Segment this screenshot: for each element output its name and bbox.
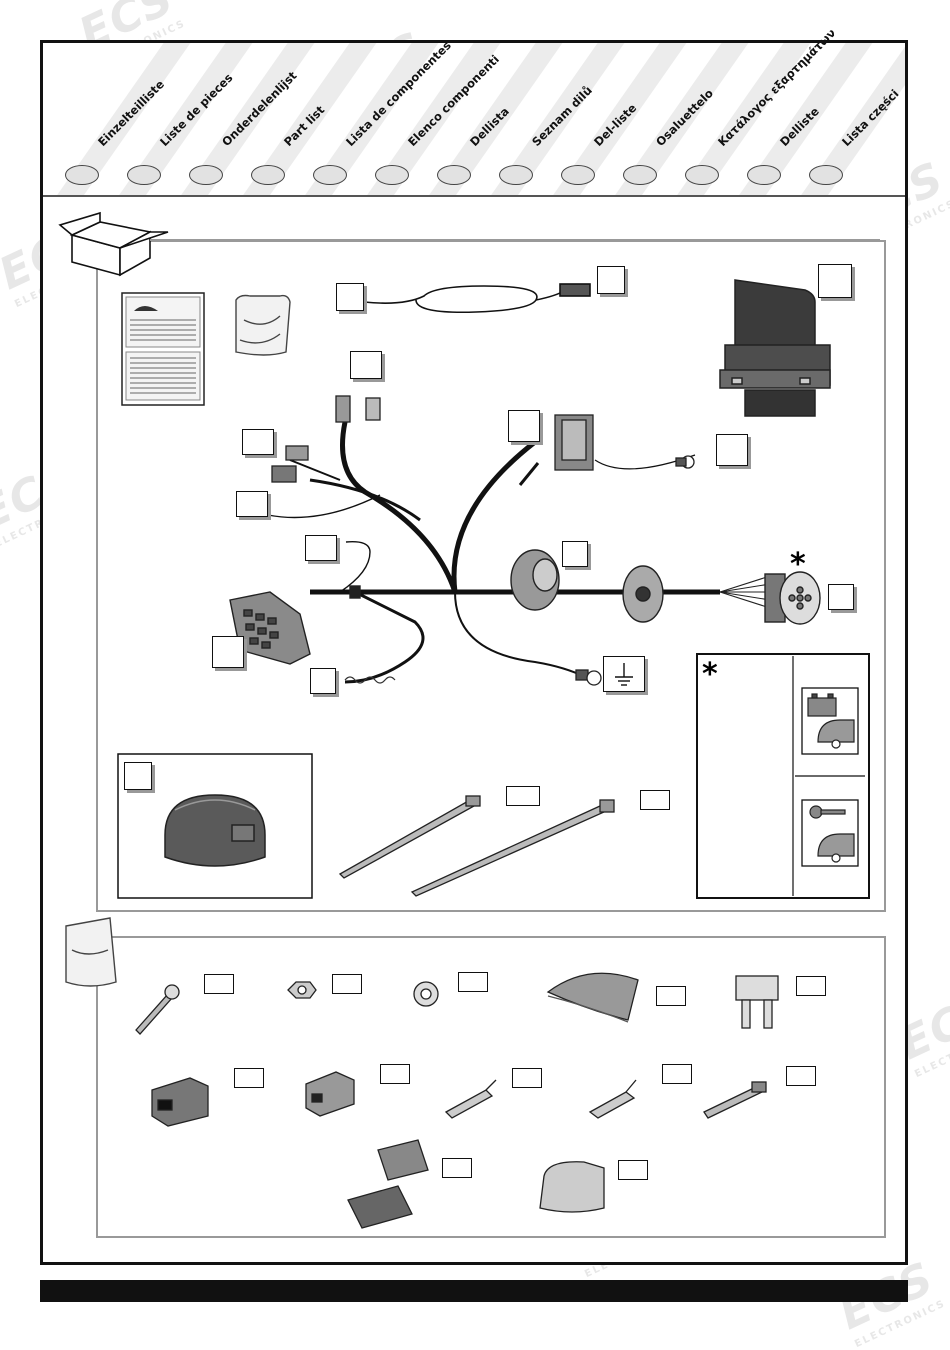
pin-terminal-icon <box>703 1081 767 1119</box>
part-label-nut <box>332 974 362 994</box>
fuse-icon <box>735 975 779 1029</box>
end-cap-icon <box>539 1161 605 1213</box>
lang-checkbox-es[interactable] <box>313 165 347 185</box>
page-frame: Einzelteilliste Liste de pieces Onderdel… <box>40 26 908 1265</box>
flat-plug-icons <box>271 395 381 483</box>
language-header: Einzelteilliste Liste de pieces Onderdel… <box>43 26 905 197</box>
tape-icon <box>546 972 639 1023</box>
lang-checkbox-fr[interactable] <box>127 165 161 185</box>
part-number-box-wire-a <box>236 491 268 517</box>
cable-tie-icons <box>338 795 615 897</box>
fuse-holder-icon <box>554 414 695 471</box>
ground-symbol-icon <box>615 663 633 686</box>
lang-checkbox-en[interactable] <box>251 165 285 185</box>
part-number-box-ground <box>603 656 645 692</box>
lang-checkbox-no[interactable] <box>747 165 781 185</box>
part-label-fuse <box>796 976 826 996</box>
small-parts-panel <box>96 936 886 1238</box>
lang-checkbox-sv[interactable] <box>437 165 471 185</box>
part-number-box-flat-plugs <box>350 351 382 379</box>
part-label-tape <box>656 986 686 1006</box>
lang-checkbox-da[interactable] <box>561 165 595 185</box>
part-number-box-ring <box>716 434 748 466</box>
part-number-box-fuse-holder <box>508 410 540 442</box>
extension-wire <box>363 283 591 314</box>
socket-housing-icon <box>164 794 266 867</box>
socket-plug-icon <box>764 571 821 625</box>
part-label-washer <box>458 972 488 992</box>
part-label-cable-tie-short <box>506 786 540 806</box>
part-number-box-control-module <box>818 264 852 298</box>
grommet-icons <box>510 549 664 623</box>
caravan-icon <box>817 719 855 749</box>
connector-housing-icon <box>151 1077 209 1127</box>
part-label-connector-housing-small <box>380 1064 410 1084</box>
connector-housing-small-icon <box>305 1071 355 1117</box>
lang-checkbox-cs[interactable] <box>499 165 533 185</box>
wiring-harness <box>267 421 720 684</box>
part-label-spade-terminal <box>662 1064 692 1084</box>
lang-checkbox-el[interactable] <box>685 165 719 185</box>
vehicle-connector-icon <box>229 585 361 665</box>
control-module-icon <box>719 279 831 417</box>
part-label-end-cap <box>618 1160 648 1180</box>
part-number-box-twisted-wire <box>310 668 336 694</box>
part-number-box-socket-housing <box>124 762 152 790</box>
part-number-box-grommet <box>562 541 588 567</box>
small-parts-bag-icon <box>65 917 117 987</box>
part-number-box-plug-a <box>242 429 274 455</box>
socket-wires <box>719 575 771 609</box>
nut-icon <box>287 981 317 999</box>
key-icon <box>809 805 846 819</box>
ground-ring-icon <box>575 669 602 686</box>
battery-icon <box>807 693 837 717</box>
instruction-leaflet-icon <box>121 292 205 406</box>
part-label-bolt <box>204 974 234 994</box>
legend-asterisk: * <box>702 657 718 692</box>
part-label-wire-connector <box>442 1158 472 1178</box>
part-label-pin-terminal <box>786 1066 816 1086</box>
wire-connector-icon <box>347 1139 429 1229</box>
lang-checkbox-fi[interactable] <box>623 165 657 185</box>
harness-asterisk: * <box>790 547 806 582</box>
part-number-box-extension-wire <box>336 283 364 311</box>
part-label-cable-tie-long <box>640 790 670 810</box>
footer-bar <box>40 1280 908 1302</box>
bolt-icon <box>135 984 180 1035</box>
box-icon <box>58 211 880 277</box>
lang-checkbox-de[interactable] <box>65 165 99 185</box>
part-label-terminal <box>512 1068 542 1088</box>
parts-bag-icon <box>235 294 291 356</box>
lang-checkbox-nl[interactable] <box>189 165 223 185</box>
spade-terminal-icon <box>588 1079 637 1119</box>
part-label-connector-housing <box>234 1068 264 1088</box>
part-number-box-socket-plug <box>828 584 854 610</box>
terminal-icon <box>444 1079 497 1119</box>
caravan-icon <box>817 833 855 863</box>
part-number-box-vehicle-connector <box>212 636 244 668</box>
lang-checkbox-pl[interactable] <box>809 165 843 185</box>
twisted-wire <box>344 676 396 684</box>
lock-washer-icon <box>413 981 439 1007</box>
part-number-box-wire-plug <box>597 266 625 294</box>
part-number-box-wire-b <box>305 535 337 561</box>
lang-checkbox-it[interactable] <box>375 165 409 185</box>
